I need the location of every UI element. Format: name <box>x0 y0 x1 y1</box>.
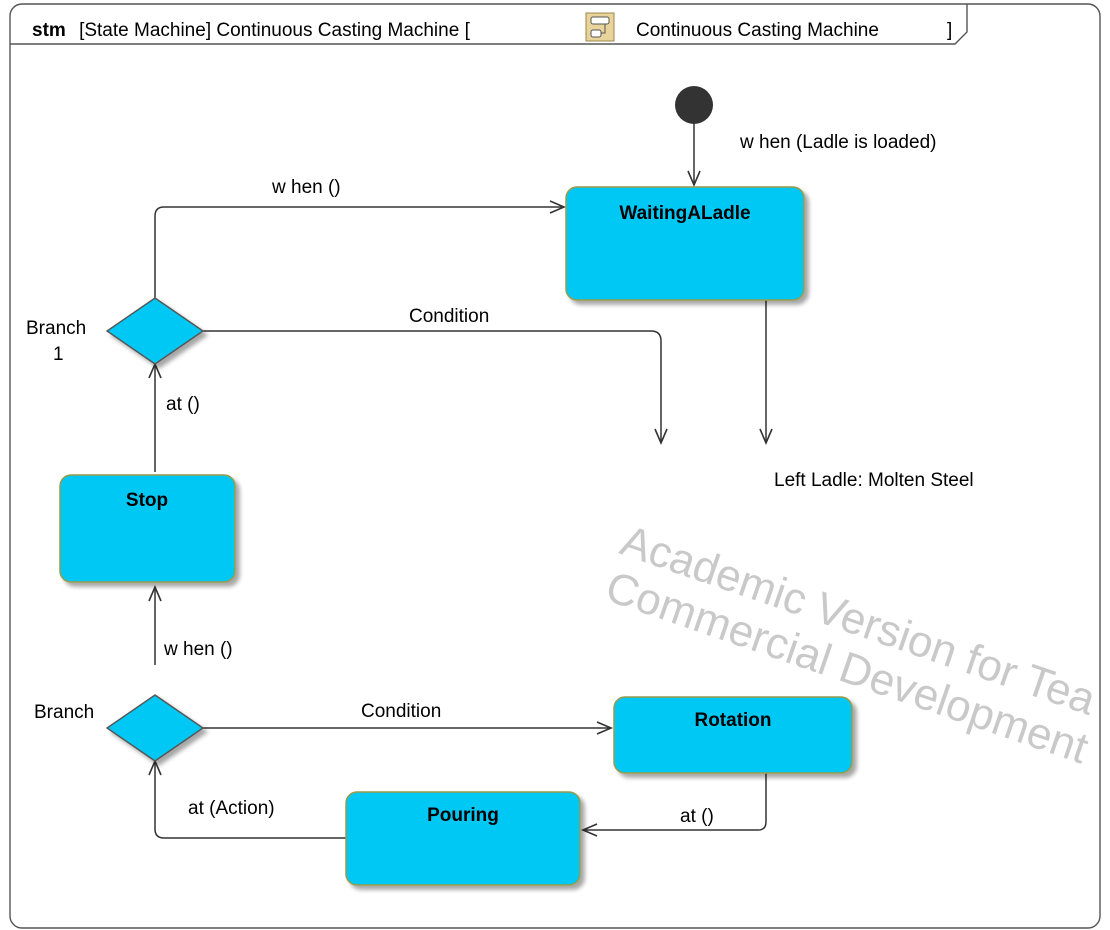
label-rotation-to-pouring: at () <box>680 806 714 827</box>
choice-branch-label: Branch <box>34 702 94 723</box>
frame-title: stm [State Machine] Continuous Casting M… <box>32 20 471 41</box>
transition-branch1-to-rotation[interactable] <box>203 330 668 446</box>
label-branch-to-rotation: Condition <box>361 701 441 722</box>
label-stop-to-branch1: at () <box>166 394 200 415</box>
frame-border <box>9 3 1101 929</box>
state-stop-name: Stop <box>126 490 168 511</box>
state-pouring[interactable]: Pouring <box>345 791 581 886</box>
transition-branch1-to-waiting[interactable] <box>154 200 567 298</box>
choice-branch-1-label-line-2: 1 <box>53 344 64 365</box>
state-rotation-name: Rotation <box>694 710 771 731</box>
choice-branch[interactable] <box>105 694 205 762</box>
transitions <box>148 123 773 839</box>
labels: w hen (Ladle is loaded) w hen () Conditi… <box>26 132 974 827</box>
frame-title-prefix: [State Machine] Continuous Casting Machi… <box>79 20 470 41</box>
frame-title-suffix: ] <box>947 20 952 41</box>
choice-branch-1-label-line-1: Branch <box>26 318 86 339</box>
label-branch1-to-rotation: Condition <box>409 306 489 327</box>
label-pouring-to-branch: at (Action) <box>188 798 275 819</box>
frame-title-tab <box>10 4 968 45</box>
frame-kind: stm <box>32 20 66 41</box>
transition-rotation-to-pouring[interactable] <box>580 773 767 837</box>
state-waiting-a-ladle-name: WaitingALadle <box>619 203 750 224</box>
initial-pseudostate[interactable] <box>675 86 713 124</box>
diagram-frame: stm [State Machine] Continuous Casting M… <box>9 3 1101 929</box>
label-initial-to-waiting: w hen (Ladle is loaded) <box>739 132 936 153</box>
label-waiting-to-rotation: Left Ladle: Molten Steel <box>774 470 974 491</box>
state-waiting-a-ladle[interactable]: WaitingALadle <box>565 186 805 301</box>
transition-pouring-to-branch[interactable] <box>148 758 346 839</box>
state-stop[interactable]: Stop <box>59 474 236 583</box>
state-pouring-name: Pouring <box>427 805 499 826</box>
label-branch1-to-waiting: w hen () <box>271 177 341 198</box>
choice-branch-1[interactable] <box>105 297 205 365</box>
state-machine-icon <box>585 12 615 42</box>
state-rotation[interactable]: Rotation <box>613 696 853 774</box>
label-branch-to-stop: w hen () <box>163 639 233 660</box>
frame-context: Continuous Casting Machine <box>636 20 879 41</box>
